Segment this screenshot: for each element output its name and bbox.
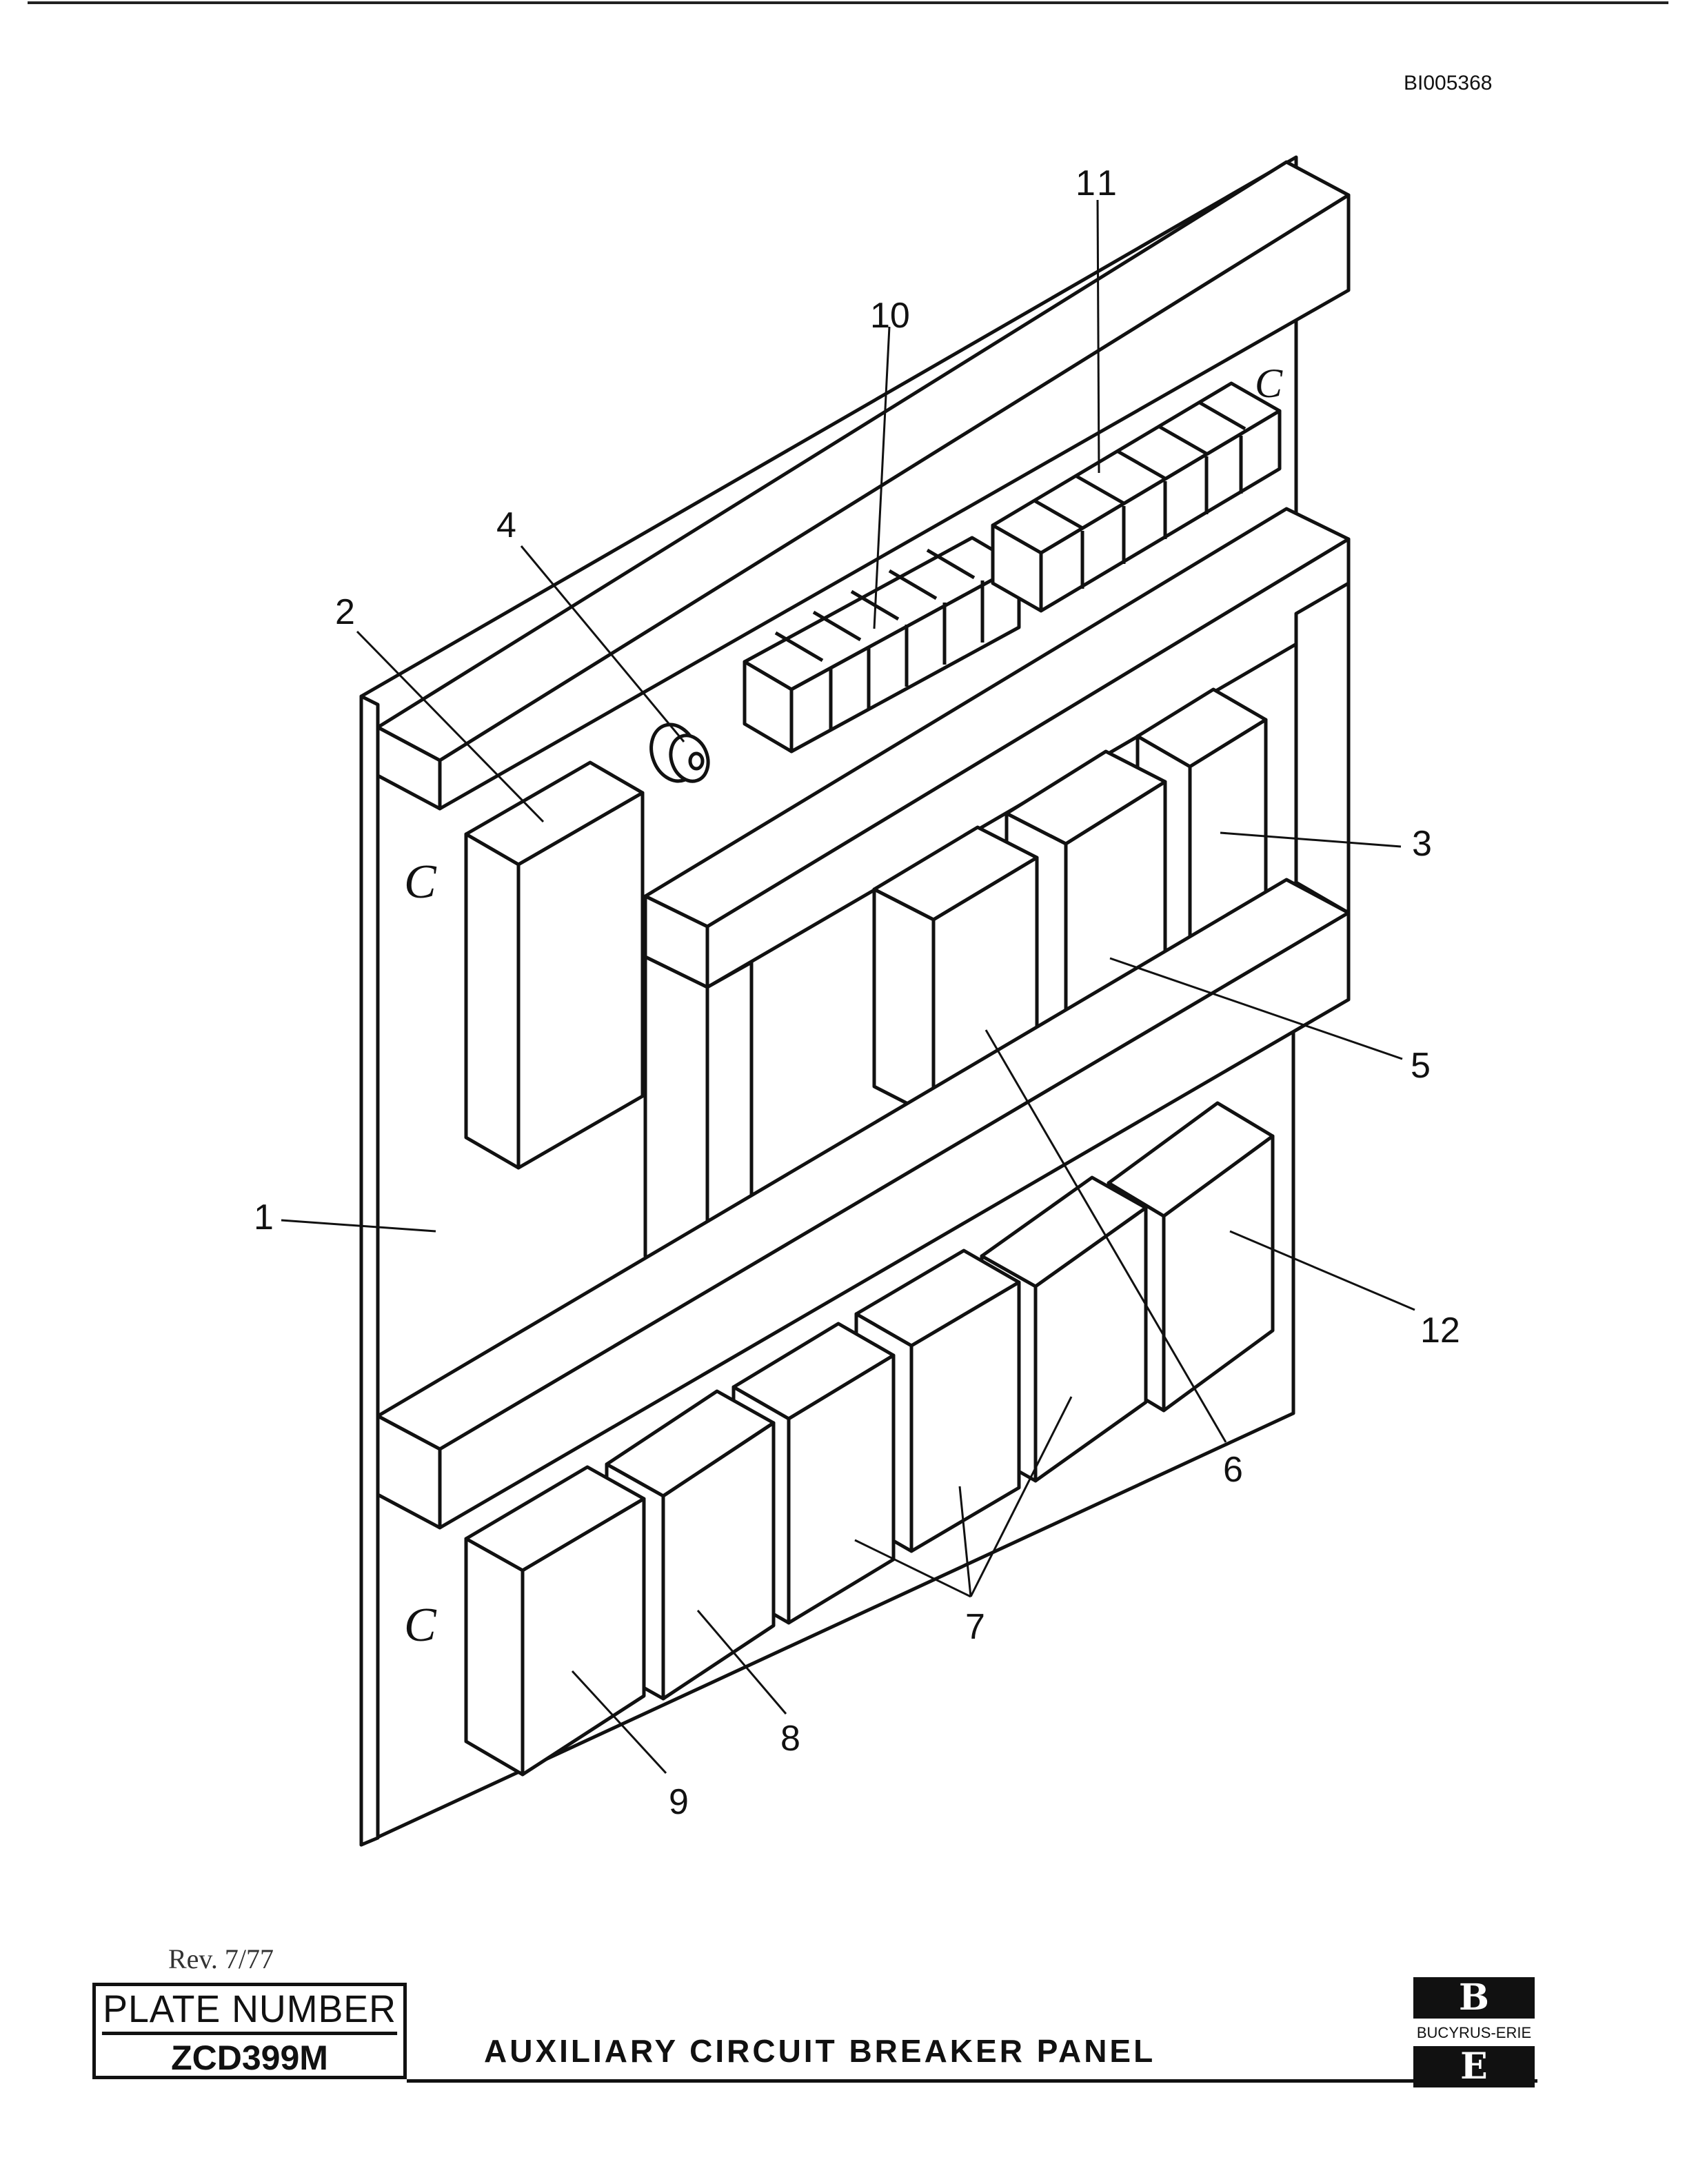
callout-11: 11	[1076, 163, 1121, 203]
callout-9: 9	[669, 1782, 689, 1822]
callout-6: 6	[1223, 1450, 1243, 1490]
callout-7: 7	[965, 1607, 985, 1647]
mounting-mark: C	[1255, 361, 1283, 406]
logo-bottom-block: E	[1413, 2046, 1535, 2087]
callout-1: 1	[254, 1197, 274, 1237]
drawing-title: AUXILIARY CIRCUIT BREAKER PANEL	[484, 2033, 1156, 2069]
callout-5: 5	[1411, 1046, 1431, 1086]
component-2	[464, 760, 645, 1170]
plate-number-value: ZCD399M	[171, 2039, 328, 2077]
top-border-line	[28, 1, 1668, 4]
top-rail	[376, 160, 1351, 811]
callout-10: 10	[870, 296, 910, 336]
mounting-mark: C	[404, 856, 436, 909]
logo-company-name: BUCYRUS-ERIE	[1416, 2024, 1532, 2041]
logo-top-block: B	[1413, 1977, 1535, 2019]
document-id: BI005368	[1404, 72, 1493, 94]
revision-note: Rev. 7/77	[168, 1943, 274, 1974]
callout-2: 2	[335, 592, 355, 632]
plate-number-box: PLATE NUMBER ZCD399M	[92, 1983, 407, 2079]
terminal-block-11	[991, 381, 1282, 613]
callout-12: 12	[1420, 1311, 1460, 1351]
leader-lines	[281, 199, 1415, 1775]
bottom-rail	[376, 878, 1351, 1530]
company-logo: B BUCYRUS-ERIE E	[1413, 1977, 1535, 2087]
callout-4: 4	[496, 505, 516, 545]
component-9	[464, 1465, 646, 1777]
logo-letter-e: E	[1460, 2045, 1488, 2087]
callout-8: 8	[780, 1719, 800, 1759]
mounting-mark: C	[404, 1599, 436, 1652]
logo-letter-b: B	[1459, 1976, 1489, 2019]
plate-number-label: PLATE NUMBER	[101, 1986, 398, 2035]
title-underline	[407, 2079, 1537, 2083]
callout-3: 3	[1412, 824, 1432, 864]
grommet-4	[649, 722, 710, 783]
